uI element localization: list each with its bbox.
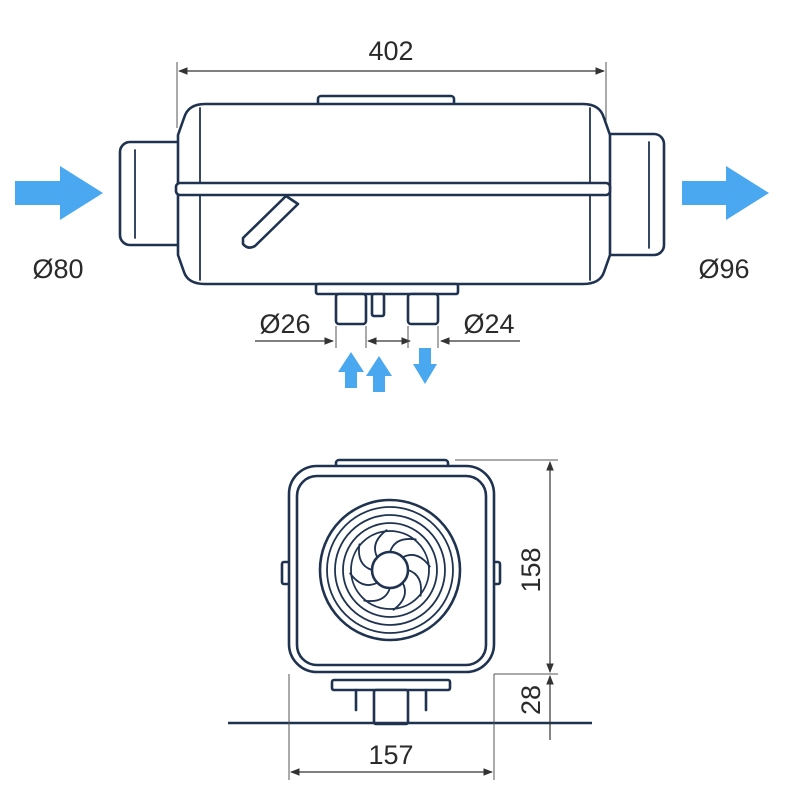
fan-blade (407, 569, 422, 597)
port-right (406, 292, 440, 326)
fuel-port-left-label: Ø26 (259, 309, 310, 339)
side-view: 402 Ø26 Ø24 Ø80 Ø96 (15, 36, 769, 392)
fan-icon (318, 498, 462, 642)
clamp-lever (241, 194, 300, 249)
fuel-port-right-label: Ø24 (463, 309, 514, 339)
fan-blade (363, 587, 391, 602)
outlet-diameter-label: Ø96 (698, 254, 749, 284)
air-outlet-arrow-icon (682, 166, 769, 220)
body-band (174, 181, 612, 197)
fan-blade (374, 529, 388, 559)
front-bottom-bracket (330, 678, 452, 692)
fan-blade (392, 581, 406, 611)
fan-blade (358, 543, 373, 571)
fan-ring-5 (350, 530, 430, 610)
fan-hub (370, 550, 410, 590)
fan-ring-4 (342, 522, 438, 618)
width-label: 157 (368, 740, 413, 770)
intake-arrow-up-icon-2 (366, 356, 392, 392)
length-label: 402 (368, 36, 413, 66)
air-inlet-arrow-icon (15, 166, 103, 220)
base-height-label: 28 (516, 685, 546, 715)
port-left (334, 292, 368, 326)
front-view: 158 28 157 (228, 458, 592, 780)
fan-ring-2 (326, 506, 454, 634)
fan-ring-3 (334, 514, 446, 626)
intake-arrow-up-icon (338, 352, 364, 388)
fan-blade (349, 572, 379, 586)
exhaust-arrow-down-icon (413, 348, 437, 384)
fan-blades (349, 529, 431, 611)
bottom-mount-bracket (314, 282, 460, 296)
inlet-diameter-label: Ø80 (32, 254, 83, 284)
fan-blade (389, 538, 417, 553)
front-port (372, 688, 410, 726)
height-label: 158 (516, 547, 546, 592)
port-fuel (370, 292, 386, 318)
fan-blade (401, 554, 431, 568)
